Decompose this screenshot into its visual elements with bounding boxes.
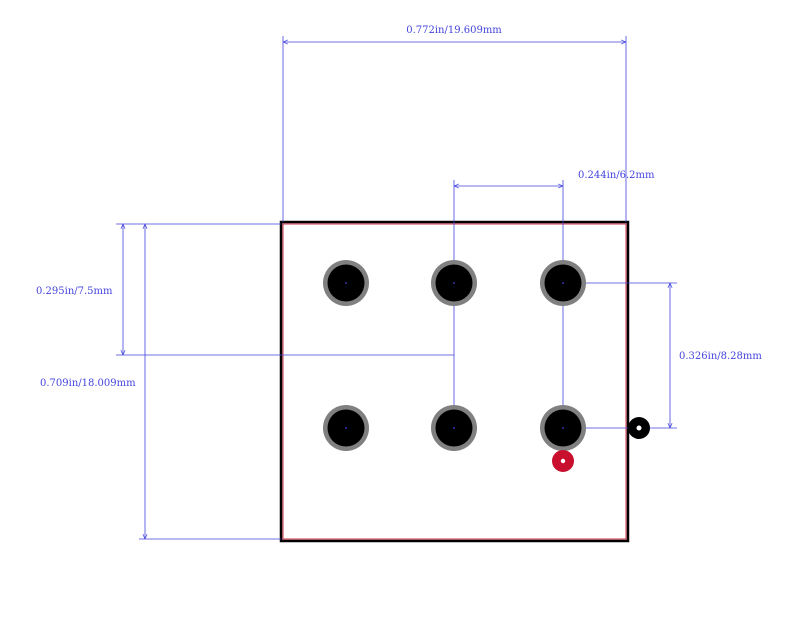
origin-marker — [628, 417, 650, 439]
pad-r2-c1 — [323, 405, 369, 451]
extension-lines — [116, 36, 677, 540]
overall-height-label: 0.709in/18.009mm — [40, 378, 136, 389]
component-outline — [279, 220, 630, 543]
pin-1-marker — [552, 450, 574, 472]
pitch-x-label: 0.244in/6.2mm — [578, 170, 655, 181]
overall-width-label: 0.772in/19.609mm — [406, 25, 502, 36]
pad-r2-c2 — [431, 405, 477, 451]
courtyard-outline — [282, 223, 627, 540]
pad-r1-c2 — [431, 260, 477, 306]
pad-r1-c1 — [323, 260, 369, 306]
pitch-y-label: 0.295in/7.5mm — [36, 286, 113, 297]
row-spacing-label: 0.326in/8.28mm — [679, 351, 762, 362]
pad-array — [323, 260, 586, 451]
pad-r2-c3 — [540, 405, 586, 451]
pad-r1-c3 — [540, 260, 586, 306]
